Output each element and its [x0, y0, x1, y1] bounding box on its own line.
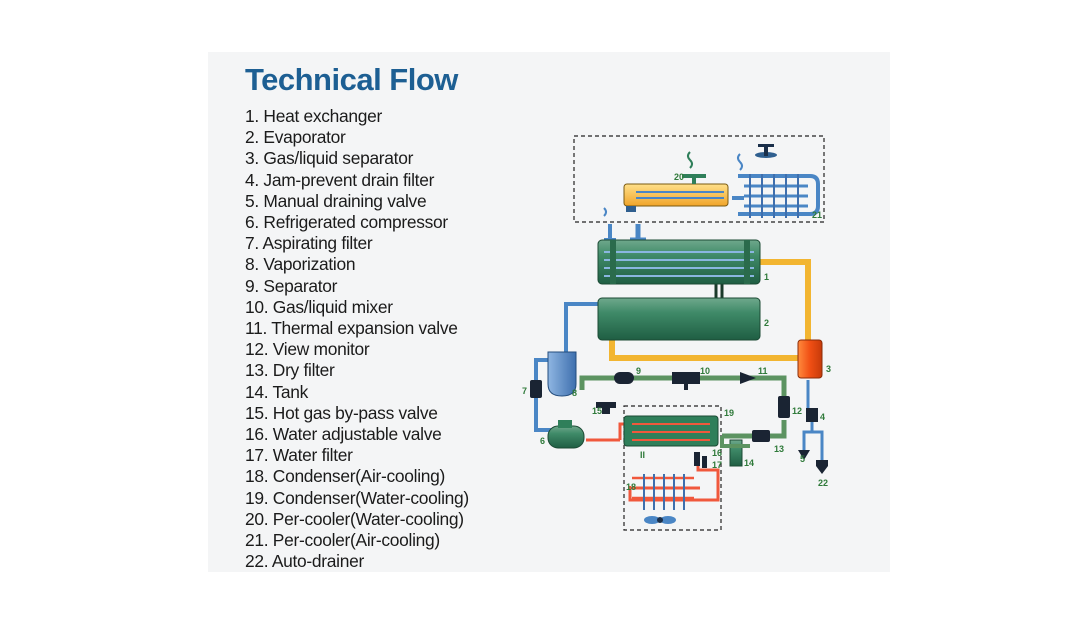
callout-6: 6: [540, 436, 545, 446]
vaporization-vessel: [547, 351, 577, 397]
water-filter: [702, 456, 707, 468]
legend-item: 16. Water adjustable valve: [245, 424, 442, 445]
connector: [714, 284, 724, 298]
fan-icon: [644, 516, 676, 524]
callout-13: 13: [774, 444, 784, 454]
legend-item: 17. Water filter: [245, 445, 353, 466]
condenser-group-box: [623, 405, 722, 531]
callout-20: 20: [674, 172, 684, 182]
callout-15: 15: [592, 406, 602, 416]
callout-ii: II: [640, 450, 645, 460]
callout-10: 10: [700, 366, 710, 376]
precooler-air-cooling: [732, 144, 820, 218]
air-pipe: [760, 259, 811, 342]
callout-14: 14: [744, 458, 754, 468]
callout-22: 22: [818, 478, 828, 488]
legend-item: 5. Manual draining valve: [245, 190, 427, 211]
callout-5: 5: [800, 454, 805, 464]
legend-item: 20. Per-cooler(Water-cooling): [245, 508, 464, 529]
fan-icon: [755, 144, 777, 158]
callout-19: 19: [724, 408, 734, 418]
manual-draining-valve: [798, 450, 810, 460]
callout-3: 3: [826, 364, 831, 374]
aspirating-filter: [530, 380, 542, 398]
legend-item: 7. Aspirating filter: [245, 233, 373, 254]
legend-item: 12. View monitor: [245, 339, 370, 360]
legend-item: 6. Refrigerated compressor: [245, 212, 448, 233]
legend-item: 21. Per-cooler(Air-cooling): [245, 530, 440, 551]
callout-11: 11: [758, 366, 768, 376]
condenser-air-cooling: [632, 474, 694, 524]
legend-item: 15. Hot gas by-pass valve: [245, 402, 438, 423]
legend-item: 22. Auto-drainer: [245, 551, 364, 572]
page-title: Technical Flow: [245, 62, 458, 97]
callout-16: 16: [712, 448, 722, 458]
heat-exchanger: [597, 239, 761, 285]
legend-item: 4. Jam-prevent drain filter: [245, 169, 435, 190]
component-legend: 1. Heat exchanger 2. Evaporator 3. Gas/l…: [245, 106, 469, 572]
callout-9: 9: [636, 366, 641, 376]
air-pipe: [609, 338, 800, 361]
gas-liquid-separator: [797, 339, 823, 379]
connector: [604, 224, 616, 242]
legend-item: 8. Vaporization: [245, 254, 356, 275]
legend-item: 10. Gas/liquid mixer: [245, 296, 393, 317]
callout-18: 18: [626, 482, 636, 492]
separator: [614, 372, 634, 384]
legend-item: 13. Dry filter: [245, 360, 335, 381]
callout-4: 4: [820, 412, 825, 422]
legend-item: 3. Gas/liquid separator: [245, 148, 414, 169]
callout-2: 2: [764, 318, 769, 328]
water-pipe: [802, 380, 824, 462]
connector: [630, 224, 646, 243]
figure-background: [208, 52, 890, 572]
gas-liquid-mixer: [672, 372, 700, 390]
legend-item: 14. Tank: [245, 381, 309, 402]
legend-item: 11. Thermal expansion valve: [245, 318, 458, 339]
legend-item: 9. Separator: [245, 275, 338, 296]
condenser-water-cooling: [623, 415, 719, 447]
refrigerant-pipe: [770, 420, 787, 439]
water-pipe: [564, 302, 598, 352]
legend-item: 19. Condenser(Water-cooling): [245, 487, 469, 508]
view-monitor: [778, 396, 790, 418]
water-pipe: [534, 358, 548, 380]
callout-1: 1: [764, 272, 769, 282]
connector: [603, 207, 607, 217]
callout-7: 7: [522, 386, 527, 396]
water-adjustable-valve: [694, 452, 700, 466]
drain-filter: [806, 408, 818, 422]
callout-12: 12: [792, 406, 802, 416]
auto-drainer: [816, 460, 828, 474]
refrigerated-compressor: [547, 420, 585, 449]
callout-8: 8: [572, 388, 577, 398]
callout-17: 17: [712, 460, 722, 470]
legend-item: 2. Evaporator: [245, 127, 346, 148]
thermal-expansion-valve: [740, 372, 756, 384]
legend-item: 1. Heat exchanger: [245, 106, 383, 126]
evaporator: [597, 297, 761, 341]
dry-filter: [752, 430, 770, 442]
legend-item: 18. Condenser(Air-cooling): [245, 466, 446, 487]
callout-21: 21: [812, 210, 822, 220]
tank: [720, 436, 750, 467]
precooler-water-cooling: [623, 151, 729, 212]
hot-gas-bypass-valve: [596, 402, 616, 414]
